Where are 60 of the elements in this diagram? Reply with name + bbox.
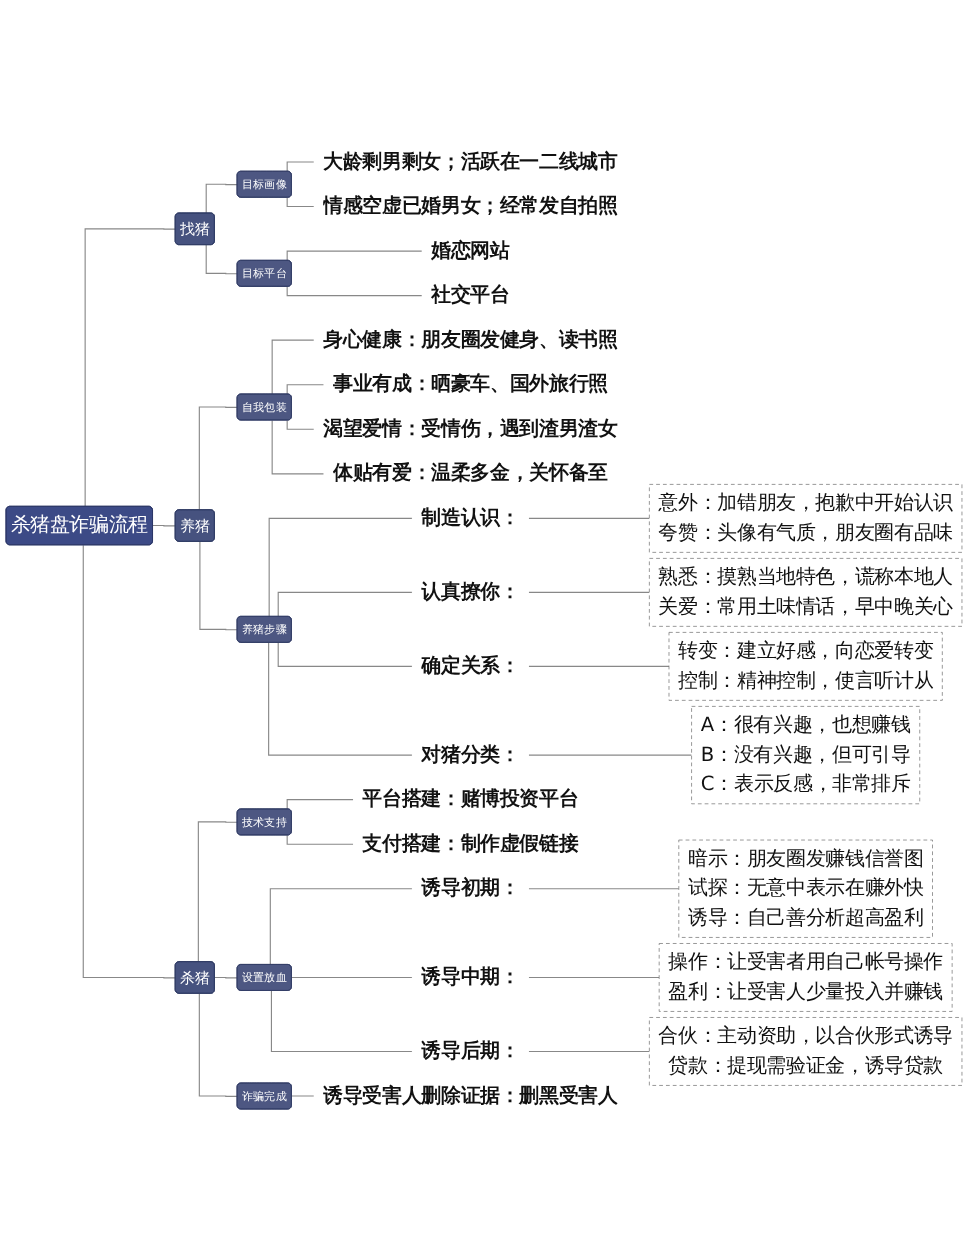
connector: [205, 183, 239, 214]
node-text: 事业有成：晒豪车、国外旅行照: [332, 373, 608, 396]
node-text: 制造认识：: [421, 506, 520, 530]
connector: [291, 976, 413, 979]
connector: [286, 419, 315, 430]
connector: [277, 642, 413, 667]
node-box: [649, 1017, 963, 1086]
node-text: 婚恋网站: [431, 239, 510, 263]
node-text: 确定关系：: [421, 654, 520, 678]
connector: [528, 754, 693, 756]
connector: [270, 990, 413, 1053]
node-text: 平台搭建：赌博投资平台: [362, 787, 579, 811]
connector: [286, 161, 315, 173]
connector: [528, 665, 670, 667]
node-text: 诱导初期：: [421, 877, 520, 900]
node-text: 体贴有爱：温柔多金，关怀备至: [332, 462, 608, 485]
connector: [528, 1050, 650, 1053]
node-text: 社交平台: [431, 283, 510, 307]
node-text: 诱导后期：: [421, 1039, 520, 1063]
node-text: 认真撩你：: [421, 580, 520, 604]
node-text: 支付搭建：制作虚假链接: [362, 832, 579, 856]
connector: [286, 799, 354, 810]
connector: [286, 250, 423, 262]
connector: [528, 888, 680, 890]
node-box: [678, 839, 933, 938]
node-text: 诱导中期：: [421, 965, 520, 989]
connector: [528, 517, 650, 519]
node-text: 情感空虚已婚男女；经常发自拍照: [323, 194, 618, 218]
connector: [528, 976, 660, 979]
connector: [291, 1095, 315, 1097]
connector: [198, 406, 239, 511]
connector: [268, 642, 413, 756]
connector: [528, 591, 650, 593]
connector: [152, 525, 177, 527]
connector: [198, 993, 239, 1097]
connector: [271, 419, 325, 475]
node-box: [691, 706, 921, 805]
connector: [205, 244, 239, 275]
node-text: 渴望爱情：受情伤，遇到渣男渣女: [323, 417, 618, 441]
connector: [82, 544, 177, 979]
connector: [286, 286, 423, 297]
node-text: 诱导受害人删除证据：删黑受害人: [323, 1084, 618, 1107]
connector: [268, 517, 413, 618]
connector: [271, 339, 315, 395]
connector: [286, 197, 315, 208]
connector: [84, 228, 177, 508]
node-text: 身心健康：朋友圈发健身、读书照: [323, 328, 618, 352]
connector: [214, 976, 239, 979]
connector: [199, 541, 239, 631]
connector: [197, 821, 239, 963]
node-box: [649, 558, 963, 627]
connector: [286, 384, 325, 395]
connector: [286, 834, 354, 845]
connector: [269, 888, 413, 966]
node-text: 大龄剩男剩女；活跃在一二线城市: [323, 150, 618, 173]
node-box: [649, 484, 963, 553]
connector: [277, 591, 413, 618]
node-text: 对猪分类：: [421, 743, 520, 767]
node-box: [658, 943, 953, 1012]
node-box: [668, 632, 943, 701]
